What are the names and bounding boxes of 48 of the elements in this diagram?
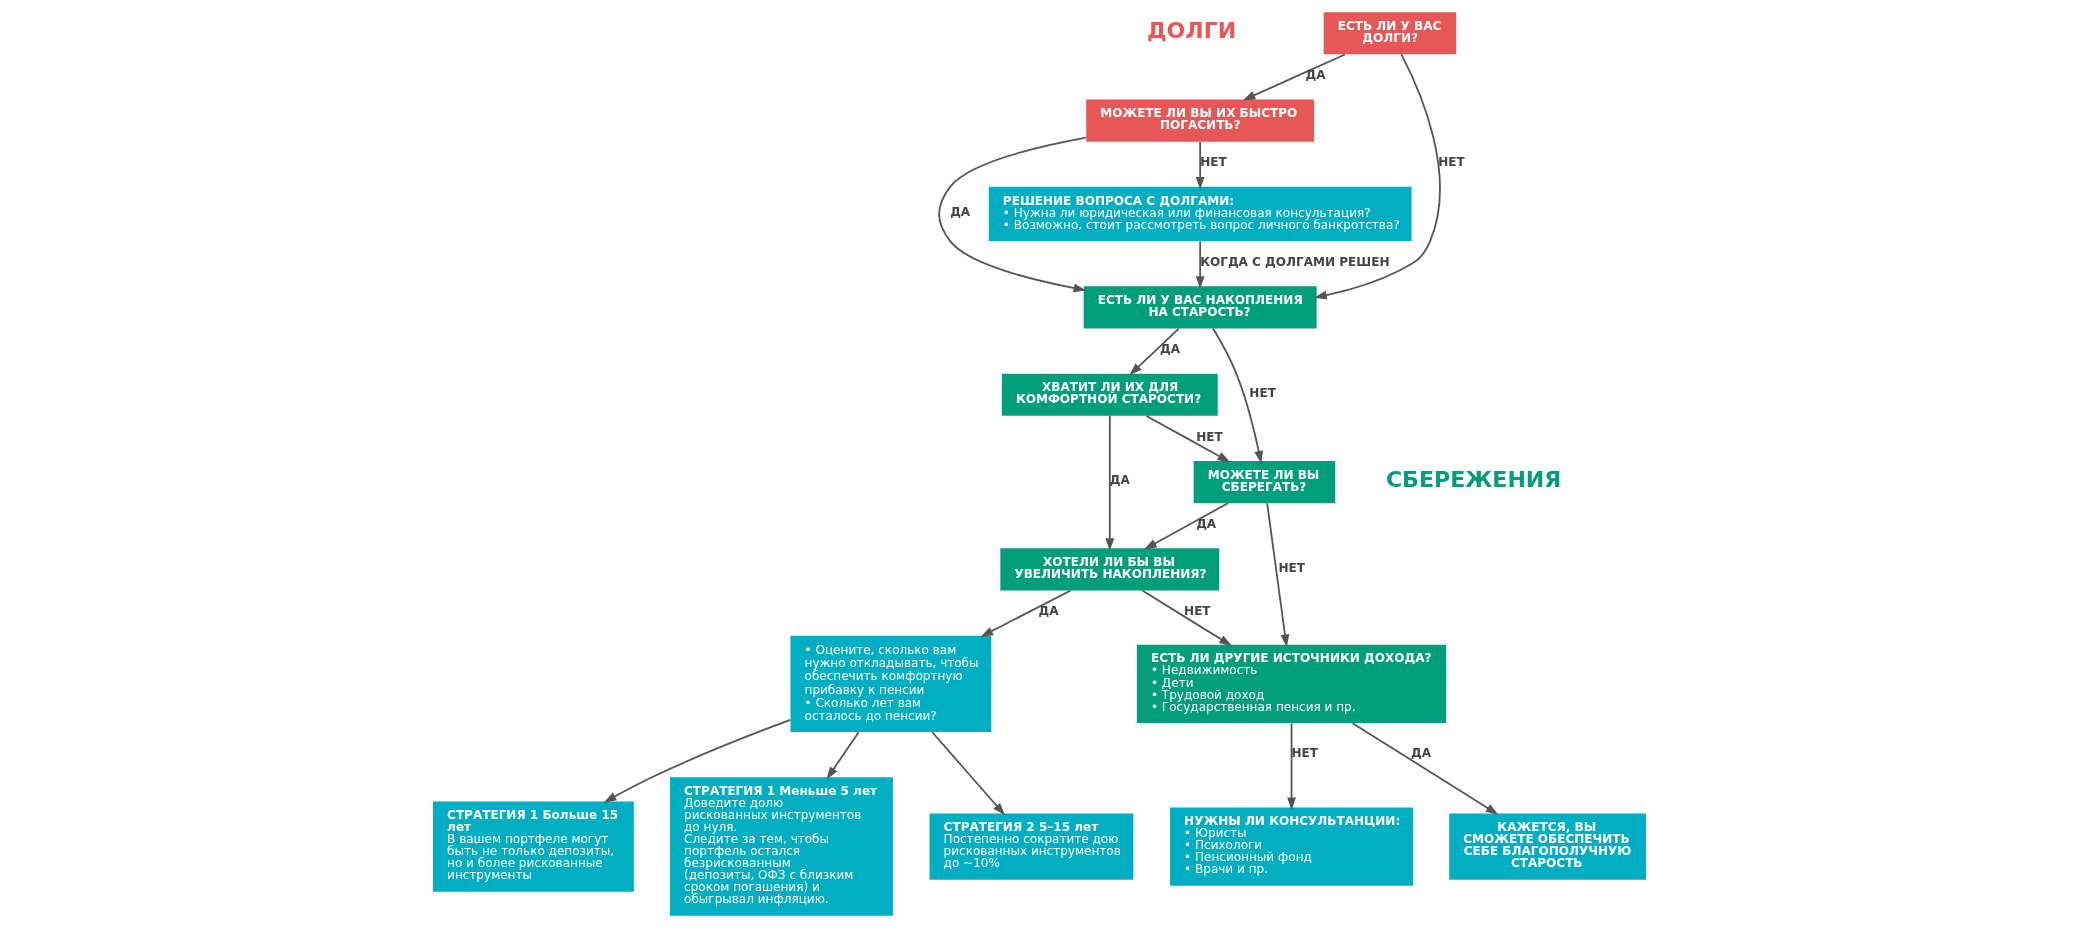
arrow <box>603 718 792 803</box>
arrow <box>1195 240 1205 289</box>
node-box: ХОТЕЛИ ЛИ БЫ ВЫ УВЕЛИЧИТЬ НАКОПЛЕНИЯ? <box>1000 548 1220 591</box>
node-box: РЕШЕНИЕ ВОПРОСА С ДОЛГАМИ: • Нужна ли юридическая или финансовая консультация? • Возможно, стоит рассмотреть вопрос личного банкротства? <box>988 186 1412 242</box>
arrow <box>1129 327 1180 376</box>
arrow <box>1314 53 1441 300</box>
edge-label: ДА <box>950 205 971 220</box>
edge-label: КОГДА С ДОЛГАМИ РЕШЕН <box>1200 254 1390 269</box>
node-box: ХВАТИТ ЛИ ИХ ДЛЯ КОМФОРТНОЙ СТАРОСТИ? <box>1001 373 1218 416</box>
arrow <box>826 731 860 780</box>
edge-label: ДА <box>1196 516 1217 531</box>
arrow <box>1144 502 1229 550</box>
edge-label: НЕТ <box>1291 745 1319 760</box>
edge-label: НЕТ <box>1249 385 1276 400</box>
arrow <box>1266 502 1290 648</box>
edge-label: ДА <box>1305 68 1326 83</box>
arrow <box>931 731 1006 816</box>
edge-label: НЕТ <box>1196 429 1223 444</box>
node-box: КАЖЕТСЯ, ВЫ СМОЖЕТЕ ОБЕСПЕЧИТЬ СЕБЕ БЛАГОПОЛУЧНУЮ СТАРОСТЬ <box>1449 813 1646 880</box>
node-box: МОЖЕТЕ ЛИ ВЫ СБЕРЕГАТЬ? <box>1193 461 1336 504</box>
node-box: НУЖНЫ ЛИ КОНСУЛЬТАНЦИИ: • Юристы • Психологи • Пенсионный фонд • Врачи и пр. <box>1170 807 1414 886</box>
arrow <box>1351 722 1499 815</box>
arrow <box>1287 722 1296 811</box>
arrow <box>938 136 1087 293</box>
node-box: ЕСТЬ ЛИ У ВАС НАКОПЛЕНИЯ НА СТАРОСТЬ? <box>1083 286 1317 329</box>
arrow <box>980 589 1072 637</box>
node-box: СТРАТЕГИЯ 1 Больше 15 лет В вашем портфеле могут быть не только депозиты, но и более рискованные инструменты <box>433 801 634 892</box>
edge-label: НЕТ <box>1278 560 1305 575</box>
node-box: МОЖЕТЕ ЛИ ВЫ ИХ БЫСТРО ПОГАСИТЬ? <box>1086 99 1315 142</box>
edge-label: ДА <box>1411 745 1432 760</box>
edge-label: НЕТ <box>1438 155 1465 170</box>
edge-label: НЕТ <box>1184 604 1211 619</box>
edge-label: НЕТ <box>1200 155 1227 170</box>
edge-label: ДА <box>1038 604 1059 619</box>
node-box: СТРАТЕГИЯ 2 5–15 лет Постепенно сократите дою рискованных инструментов до ~10% <box>929 813 1134 880</box>
arrow <box>1242 53 1346 101</box>
arrow <box>1141 589 1232 646</box>
node-box: СТРАТЕГИЯ 1 Меньше 5 лет Доведите долю рискованных инструментов до нуля. Следите за тем, чтобы портфель остался безрискованным (депозиты, ОФЗ с близким сроком погашения) и обыгрывал инфляцию. <box>670 777 893 916</box>
arrow <box>1212 327 1264 464</box>
arrow <box>1145 415 1231 463</box>
node-box: • Оцените, сколько вам нужно откладывать, чтобы обеспечить комфортную прибавку к пенсии • Сколько лет вам осталось до пенсии? <box>790 635 992 733</box>
node-box: ЕСТЬ ЛИ ДРУГИЕ ИСТОЧНИКИ ДОХОДА? • Недвижимость • Дети • Трудовой доход • Государственная пенсия и пр. <box>1136 644 1447 724</box>
node-box: ЕСТЬ ЛИ У ВАС ДОЛГИ? <box>1323 12 1457 55</box>
edge-label: ДА <box>1159 342 1181 357</box>
arrow <box>1105 414 1115 551</box>
arrow <box>1195 140 1205 190</box>
label: ДОЛГИ <box>1146 16 1237 43</box>
label: СБЕРЕЖЕНИЯ <box>1385 465 1562 492</box>
